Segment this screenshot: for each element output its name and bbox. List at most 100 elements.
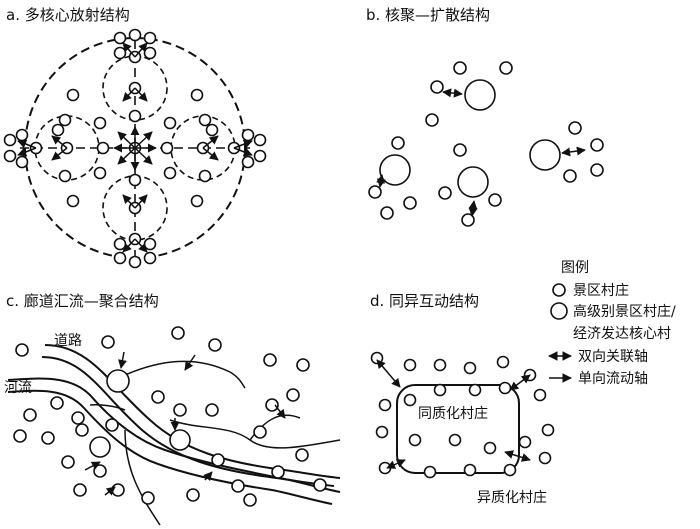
road-label: 道路 (54, 333, 82, 349)
village-node (438, 186, 452, 200)
village-node (58, 113, 72, 127)
village-node (101, 335, 115, 349)
tributary (124, 429, 161, 526)
village-node (190, 88, 204, 102)
village-node (433, 383, 447, 397)
village-node (263, 353, 277, 367)
village-node (461, 213, 475, 227)
river (7, 377, 341, 505)
village-node (41, 431, 55, 445)
single-arrow (17, 139, 37, 149)
double-arrow (386, 459, 406, 469)
village-node (265, 398, 279, 412)
village-node (590, 163, 604, 177)
village-node (61, 455, 75, 469)
village-node (143, 46, 157, 60)
single-arrow (122, 194, 136, 209)
homogeneous-zone (396, 384, 520, 474)
river-bank-upper (7, 377, 341, 493)
legend-title: 图例 (561, 260, 589, 276)
single-arrow (17, 147, 37, 157)
panel-b-title: b. 核聚—扩散结构 (366, 6, 490, 24)
single-arrow (117, 147, 136, 165)
single-arrow (134, 131, 153, 149)
village-node (198, 169, 212, 183)
village-node (96, 141, 110, 155)
village-node (499, 61, 513, 75)
double-arrow (509, 374, 531, 391)
village-node (15, 155, 29, 169)
village-node (89, 436, 111, 458)
village-node (468, 383, 482, 397)
village-node (105, 418, 119, 432)
village-node (143, 31, 157, 45)
core-village-node (457, 166, 489, 198)
village-node (448, 433, 462, 447)
single-arrow (233, 139, 253, 149)
panel-c: c. 廊道汇流—聚合结构 道路 河流 (4, 292, 341, 526)
double-arrow (376, 174, 386, 188)
village-node (253, 133, 267, 147)
legend-label: 双向关联轴 (578, 349, 648, 365)
village-node (73, 483, 87, 497)
village-node (143, 237, 157, 251)
village-node (538, 451, 552, 465)
double-arrow (504, 450, 531, 462)
panel-b: b. 核聚—扩散结构 (366, 6, 604, 227)
single-arrow (118, 351, 127, 369)
village-node (286, 388, 300, 402)
village-node (15, 343, 29, 357)
core-village-node (379, 154, 411, 186)
village-node (541, 423, 555, 437)
panel-a-title: a. 多核心放射结构 (6, 6, 130, 24)
panel-d-nodes (370, 351, 555, 479)
village-node (231, 479, 245, 493)
village-node (75, 423, 89, 437)
village-node (208, 338, 222, 352)
legend-small-circle-icon (552, 283, 566, 297)
village-node (423, 465, 437, 479)
village-node (151, 390, 165, 404)
single-arrow (184, 354, 196, 371)
single-arrow (233, 147, 253, 157)
village-node (241, 155, 255, 169)
village-node (568, 121, 582, 135)
village-node (23, 408, 37, 422)
village-node (241, 128, 255, 142)
single-arrow (122, 42, 136, 58)
panel-b-nodes (368, 61, 604, 227)
single-arrow (134, 87, 148, 102)
village-node (211, 453, 225, 467)
village-node (160, 141, 174, 155)
double-arrow (561, 146, 586, 157)
legend-label: 单向流动轴 (578, 371, 648, 387)
village-node (463, 361, 477, 375)
village-node (391, 136, 405, 150)
panel-d-title: d. 同异互动结构 (370, 292, 479, 310)
single-arrow (202, 135, 219, 149)
panel-a: a. 多核心放射结构 (3, 6, 267, 269)
village-node (173, 403, 187, 417)
village-node (93, 116, 107, 130)
village-node (13, 429, 27, 443)
road (41, 344, 341, 487)
legend-label: 高级别景区村庄/ (573, 303, 676, 320)
single-arrow (51, 135, 68, 149)
village-node (15, 128, 29, 142)
village-node (296, 358, 310, 372)
village-node (163, 166, 177, 180)
village-node (313, 478, 327, 492)
core-village-node (529, 139, 561, 171)
single-arrow (274, 404, 286, 419)
village-node (483, 441, 497, 455)
village-node (271, 465, 285, 479)
legend-label: 经济发达核心村 (573, 326, 671, 342)
village-node (368, 185, 382, 199)
legend: 图例 景区村庄 高级别景区村庄/ 经济发达核心村 双向关联轴 单向流动轴 (548, 260, 676, 387)
road-edge-lower (41, 356, 335, 487)
village-node (295, 448, 309, 462)
village-node (190, 194, 204, 208)
single-arrow (203, 471, 213, 482)
village-node (3, 133, 17, 147)
